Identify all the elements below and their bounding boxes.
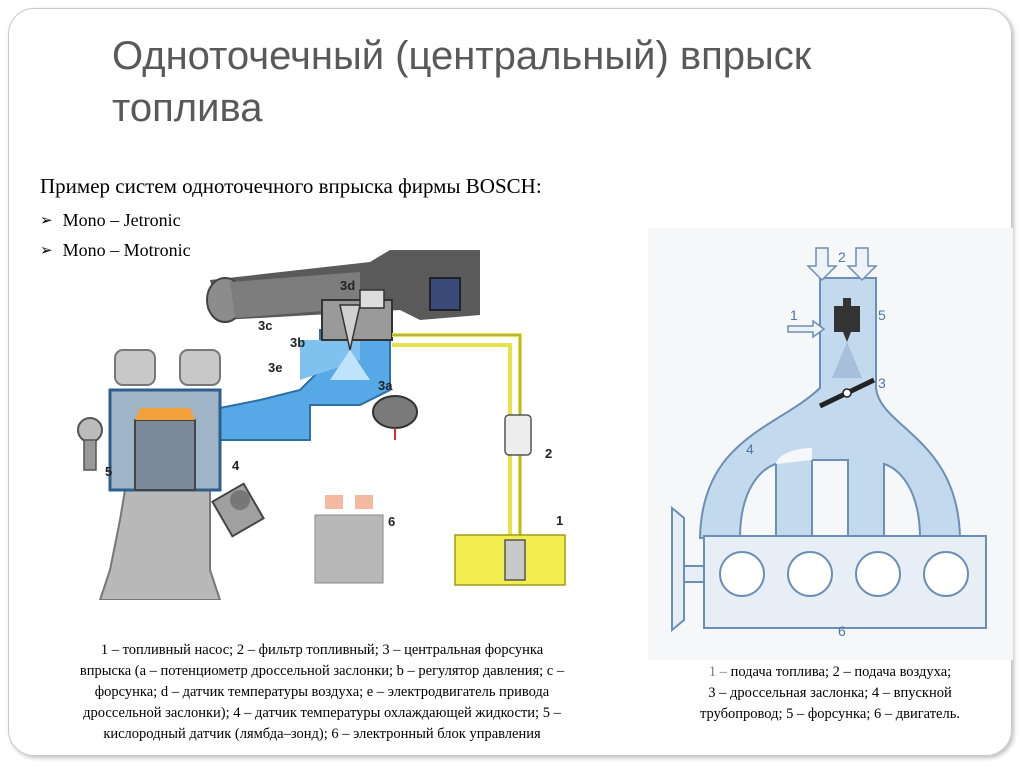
- caption-line: 1 – подача топлива; 2 – подача воздуха;: [652, 662, 1008, 683]
- label-2: 2: [545, 446, 552, 461]
- bullet-list: ➢ Mono – Jetronic ➢ Mono – Motronic: [40, 205, 191, 265]
- ecu-box: [314, 495, 384, 584]
- caption-line: кислородный датчик (лямбда–зонд); 6 – эл…: [103, 726, 541, 742]
- caption-line: дроссельной заслонки); 4 – датчик темпер…: [83, 705, 561, 721]
- label-3d: 3d: [340, 278, 355, 293]
- arrow-bullet-icon: ➢: [40, 211, 53, 229]
- injector-scheme: [832, 298, 862, 378]
- scheme-label-5: 5: [878, 307, 886, 323]
- scheme-label-2: 2: [838, 249, 846, 265]
- bullet-text: Mono – Motronic: [62, 240, 191, 260]
- subtitle: Пример систем одноточечного впрыска фирм…: [40, 174, 542, 198]
- label-3c: 3c: [258, 318, 272, 333]
- label-3e: 3e: [268, 360, 282, 375]
- scheme-label-4: 4: [746, 441, 754, 457]
- throttle-potentiometer: [372, 395, 418, 440]
- slide-title: Одноточечный (центральный) впрыск топлив…: [112, 34, 812, 130]
- fuel-inlet-arrow: [787, 319, 826, 339]
- engine-block: [77, 349, 222, 600]
- bullet-text: Mono – Jetronic: [62, 210, 181, 230]
- engine-scheme: [671, 505, 987, 633]
- caption-number: 1 –: [708, 664, 727, 680]
- intake-manifold-scheme: [698, 277, 962, 539]
- scheme-label-3: 3: [878, 375, 886, 391]
- single-point-injection-scheme: 1 2 3 4 5 6: [648, 228, 1013, 660]
- mono-jetronic-diagram: 1 2 3a 3b 3c 3d 3e 4 5 6: [77, 250, 566, 600]
- label-4: 4: [232, 458, 240, 473]
- caption-line: 1 – топливный насос; 2 – фильтр топливны…: [100, 642, 544, 658]
- air-inlet-arrows: [806, 247, 878, 282]
- label-1: 1: [556, 513, 563, 528]
- scheme-label-1: 1: [790, 307, 798, 323]
- bullet-item: ➢ Mono – Motronic: [40, 235, 191, 265]
- caption-line: форсунка; d – датчик температуры воздуха…: [94, 684, 550, 700]
- caption-text: подача топлива; 2 – подача воздуха;: [726, 664, 952, 680]
- label-5: 5: [105, 464, 112, 479]
- fuel-filter: [504, 414, 532, 456]
- label-6: 6: [388, 514, 395, 529]
- central-injector-unit: [321, 289, 393, 380]
- bullet-item: ➢ Mono – Jetronic: [40, 205, 191, 235]
- right-diagram-caption: 1 – подача топлива; 2 – подача воздуха; …: [652, 662, 1008, 725]
- left-diagram-caption: 1 – топливный насос; 2 – фильтр топливны…: [16, 640, 628, 745]
- caption-line: 3 – дроссельная заслонка; 4 – впускной: [708, 685, 952, 701]
- scheme-label-6: 6: [838, 623, 846, 639]
- throttle-plate: [818, 377, 876, 409]
- fuel-lines: [392, 333, 522, 540]
- caption-line: трубопровод; 5 – форсунка; 6 – двигатель…: [700, 706, 960, 722]
- label-3b: 3b: [290, 335, 305, 350]
- caption-line: впрыска (a – потенциометр дроссельной за…: [79, 663, 565, 679]
- distributor: [211, 482, 265, 538]
- fuel-tank: [454, 534, 566, 586]
- arrow-bullet-icon: ➢: [40, 241, 53, 259]
- label-3a: 3a: [378, 378, 393, 393]
